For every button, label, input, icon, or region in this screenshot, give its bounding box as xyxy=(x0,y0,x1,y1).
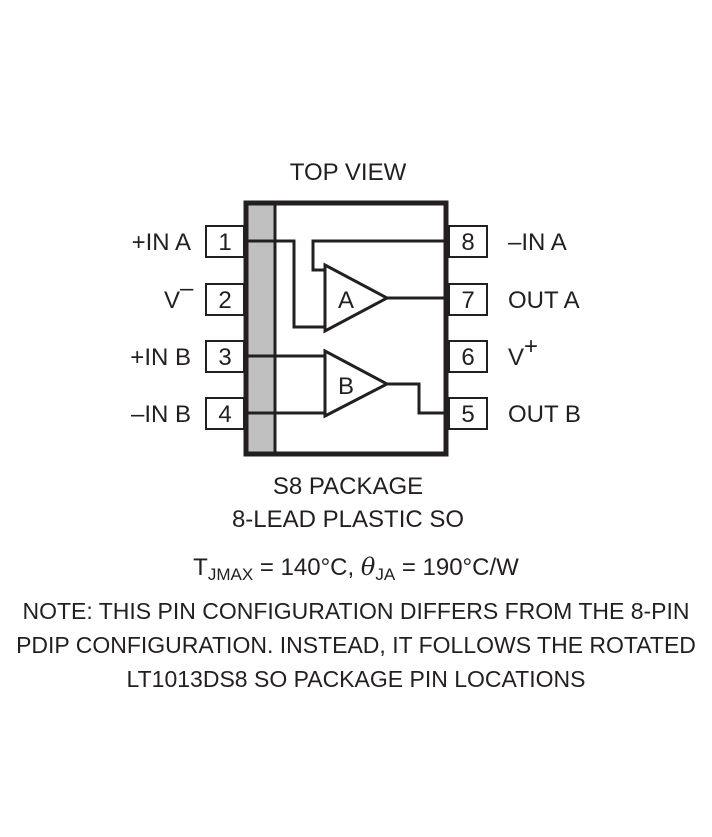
thermal-spec: TJMAX = 140°C, θJA = 190°C/W xyxy=(0,550,712,585)
view-label: TOP VIEW xyxy=(290,159,407,186)
pin-label-3: +IN B xyxy=(130,344,191,371)
package-name: S8 PACKAGE xyxy=(273,473,423,500)
pin-label-7: OUT A xyxy=(508,287,580,314)
pin-box-7 xyxy=(448,283,488,316)
pin-box-8 xyxy=(448,225,488,258)
theta-value: = 190°C/W xyxy=(395,554,519,581)
tjmax-value: = 140°C, xyxy=(253,554,361,581)
pin-number-3: 3 xyxy=(218,344,231,371)
note-line-2: PDIP CONFIGURATION. INSTEAD, IT FOLLOWS … xyxy=(16,632,696,658)
pin-box-1 xyxy=(205,225,245,258)
pin-label-8: –IN A xyxy=(508,229,567,256)
pin-number-8: 8 xyxy=(461,229,474,256)
note-block: NOTE: THIS PIN CONFIGURATION DIFFERS FRO… xyxy=(0,594,712,696)
note-line-1: NOTE: THIS PIN CONFIGURATION DIFFERS FRO… xyxy=(22,598,690,624)
pin-number-6: 6 xyxy=(461,344,474,371)
theta-symbol: θ xyxy=(360,553,376,581)
pin-box-6 xyxy=(448,340,488,373)
pin-label-1: +IN A xyxy=(132,229,191,256)
pin-label-6-mark: + xyxy=(524,333,538,360)
package-description: 8-LEAD PLASTIC SO xyxy=(232,506,464,533)
amplifier-a xyxy=(323,262,391,334)
amplifier-a-label: A xyxy=(338,287,354,314)
tjmax-subscript: JMAX xyxy=(207,565,254,584)
pin-number-5: 5 xyxy=(461,401,474,428)
pin-number-7: 7 xyxy=(461,287,474,314)
pin-label-2: V xyxy=(164,287,180,314)
pin-label-4: –IN B xyxy=(131,401,191,428)
tjmax-symbol: T xyxy=(193,554,208,581)
wire-pin1-to-amp-a xyxy=(246,239,325,329)
pin-box-4 xyxy=(205,397,245,430)
pin-label-5: OUT B xyxy=(508,401,581,428)
package-stripe xyxy=(248,205,275,452)
pin-box-5 xyxy=(448,397,488,430)
theta-subscript: JA xyxy=(375,565,396,584)
amplifier-b xyxy=(323,348,391,419)
amplifier-b-label: B xyxy=(338,373,354,400)
pin-label-6: V xyxy=(508,344,524,371)
pin-diagram: TOP VIEW 1 2 3 4 8 7 6 5 +IN A V – +IN B… xyxy=(130,159,581,533)
pin-label-2-mark: – xyxy=(180,275,194,302)
package-body xyxy=(243,200,449,457)
pin-number-2: 2 xyxy=(218,287,231,314)
wire-amp-b-to-pin5 xyxy=(387,382,446,415)
wire-pin8-to-amp-a xyxy=(311,239,446,272)
pin-number-1: 1 xyxy=(218,229,231,256)
pin-box-3 xyxy=(205,340,245,373)
pin-number-4: 4 xyxy=(218,401,231,428)
pin-box-2 xyxy=(205,283,245,316)
note-line-3: LT1013DS8 SO PACKAGE PIN LOCATIONS xyxy=(126,666,586,692)
